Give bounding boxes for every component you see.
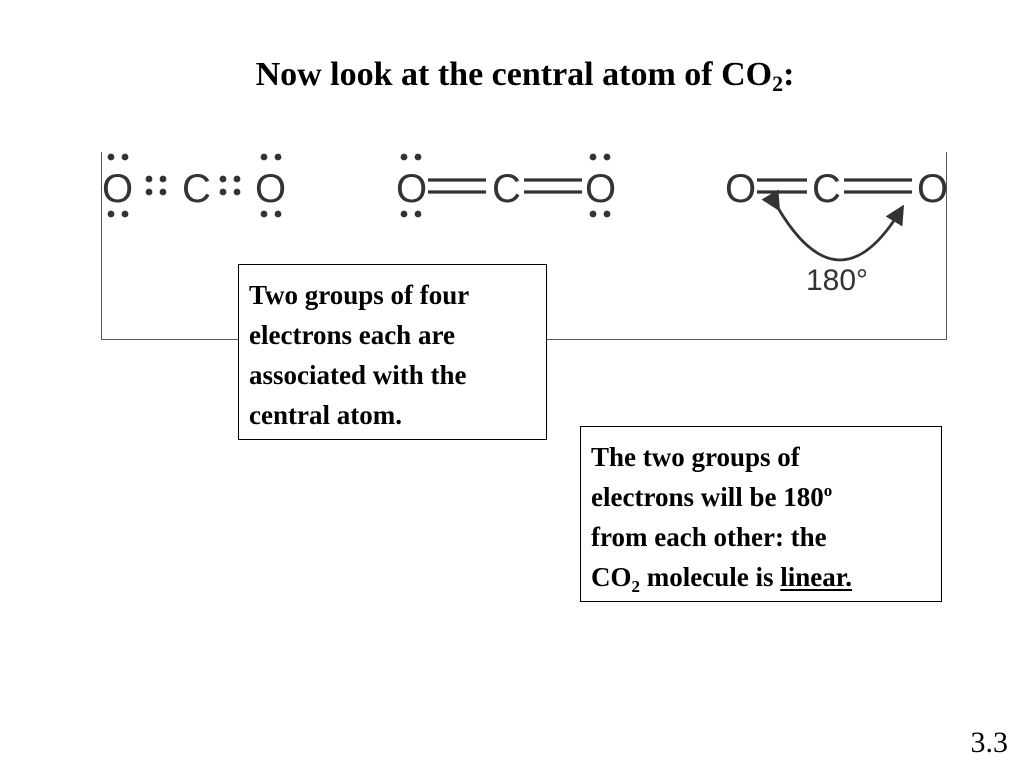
lone-pair-dots [400,153,611,218]
callout-line: The two groups of [591,442,800,472]
oxygen-atom-right: O [255,167,286,211]
title-subscript: 2 [772,71,784,96]
degree-superscript: o [823,481,833,500]
formula-subscript: 2 [631,577,641,596]
linear-emphasis: linear. [780,562,852,592]
callout-electron-groups: Two groups of four electrons each are as… [238,264,547,440]
lewis-dot-structure: O C O [102,153,286,218]
electron-dots [107,153,282,218]
co2-structures-figure: O C O O C O [102,153,948,297]
carbon-atom: C [492,167,521,211]
oxygen-atom-right: O [585,167,616,211]
figure-frame: O C O O C O [101,152,948,340]
callout-line: from each other: the [591,522,827,552]
slide-number: 3.3 [970,726,1009,759]
double-bonds [428,178,582,194]
carbon-atom: C [812,167,841,211]
lewis-bond-structure: O C O [396,153,616,218]
carbon-atom: C [182,167,211,211]
callout-line: CO2 molecule is linear. [591,562,852,596]
callout-line: electrons each are [249,320,455,350]
callout-line: central atom. [249,400,402,430]
oxygen-atom-right: O [917,167,948,211]
oxygen-atom-left: O [725,167,756,211]
slide-title: Now look at the central atom of CO2: [255,56,795,96]
oxygen-atom-left: O [102,167,133,211]
callout-line: associated with the [249,360,467,390]
callout-line: electrons will be 180o [591,481,833,512]
molecular-geometry: O C O 180° [725,167,948,297]
callout-line: Two groups of four [249,280,470,310]
angle-label: 180° [806,264,868,297]
angle-arc-arrow [761,189,905,262]
oxygen-atom-left: O [396,167,427,211]
callout-linear-geometry: The two groups of electrons will be 180o… [580,426,942,602]
